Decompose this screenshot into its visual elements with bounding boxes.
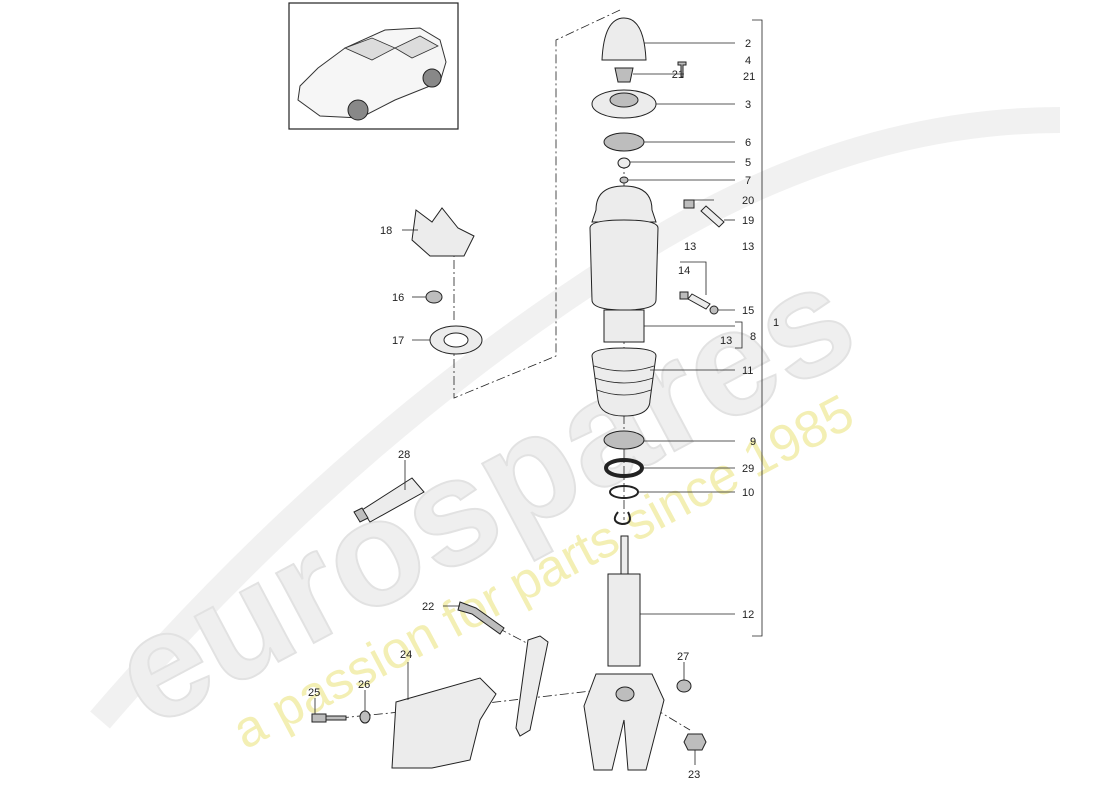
callout-3: 3 [745, 99, 751, 111]
callout-24: 24 [400, 649, 412, 661]
dust-boot-ribs [593, 365, 655, 396]
part-4-screw [677, 61, 687, 78]
callout-13-right: 13 [742, 241, 754, 253]
part-6-bearing [603, 132, 645, 152]
part-3-top-mount-hub [609, 92, 639, 108]
callout-26: 26 [358, 679, 370, 691]
part-12-shock-absorber [607, 573, 641, 667]
vehicle-thumbnail [288, 2, 459, 130]
callout-29: 29 [742, 463, 754, 475]
part-8-damper-tube [603, 309, 645, 343]
part-10-circlip [613, 511, 631, 526]
callout-labels: 2 4 21 21 3 6 5 7 20 19 13 13 14 15 1 8 … [308, 38, 779, 781]
callout-13-top: 13 [684, 241, 696, 253]
callout-4: 4 [745, 55, 751, 67]
part-2-bump-cap [601, 17, 647, 61]
leader-lines [314, 42, 735, 765]
part-7-washer [619, 176, 629, 184]
callout-16: 16 [392, 292, 404, 304]
callout-11: 11 [742, 365, 753, 377]
part-19-valve [700, 205, 725, 228]
watermark: eurospares a passion for parts since 198… [85, 107, 1061, 761]
callout-28: 28 [398, 449, 410, 461]
callout-5: 5 [745, 157, 751, 169]
part-16-nut [425, 290, 443, 304]
part-27-nut [676, 679, 692, 693]
callout-22: 22 [422, 601, 434, 613]
stabilizer-link [515, 635, 549, 737]
part-1-air-spring-head [591, 185, 657, 223]
part-20-fitting [683, 199, 695, 209]
callout-18: 18 [380, 225, 392, 237]
callout-13-lower: 13 [720, 335, 732, 347]
callout-19: 19 [742, 215, 754, 227]
part-23-nut [683, 733, 707, 751]
callout-6: 6 [745, 137, 751, 149]
bracket-14 [680, 261, 707, 295]
part-11-dust-boot [591, 347, 657, 417]
callout-15: 15 [742, 305, 754, 317]
assembly-bracket-1 [752, 19, 763, 637]
callout-10: 10 [742, 487, 754, 499]
part-21-nut [614, 67, 634, 83]
part-25-bolt [311, 713, 347, 723]
callout-20: 20 [742, 195, 754, 207]
bolt-25-axis-line [339, 689, 601, 719]
part-12-fork [583, 673, 665, 771]
part-14-connector [679, 291, 689, 300]
part-12-piston-rod [620, 535, 629, 577]
part-14-valve [687, 293, 711, 310]
part-9-spring-seat [603, 430, 645, 450]
callout-14: 14 [678, 265, 690, 277]
callout-21-second: 21 [743, 71, 755, 83]
nut-23-axis-line [639, 699, 691, 731]
part-17-plate-hole [443, 332, 469, 348]
part-24-heat-shield [391, 677, 497, 769]
part-15-seal [709, 305, 719, 315]
callout-9: 9 [750, 436, 756, 448]
bracket-8 [735, 321, 743, 349]
callout-21: 21 [672, 69, 684, 81]
callout-27: 27 [677, 651, 689, 663]
callout-7: 7 [745, 175, 751, 187]
car-rear-wheel-icon [422, 68, 442, 88]
callout-8: 8 [750, 331, 756, 343]
part-1-air-spring-bellows [589, 219, 659, 311]
car-front-wheel-icon [347, 99, 369, 121]
assembly-dashed-outline [453, 9, 621, 399]
fork-bolt-hole [615, 686, 635, 702]
callout-23: 23 [688, 769, 700, 781]
part-18-bracket [411, 207, 475, 257]
car-window-icon [394, 35, 439, 59]
part-5-nut [617, 157, 631, 169]
callout-1: 1 [773, 317, 779, 329]
grease-tube-cap [353, 507, 369, 523]
callout-17: 17 [392, 335, 404, 347]
callout-12: 12 [742, 609, 754, 621]
part-22-bolt [457, 601, 505, 635]
part-26-washer [359, 710, 371, 724]
callout-25: 25 [308, 687, 320, 699]
watermark-brand: eurospares [86, 230, 879, 758]
callout-2: 2 [745, 38, 751, 50]
strut-parts [311, 17, 725, 771]
